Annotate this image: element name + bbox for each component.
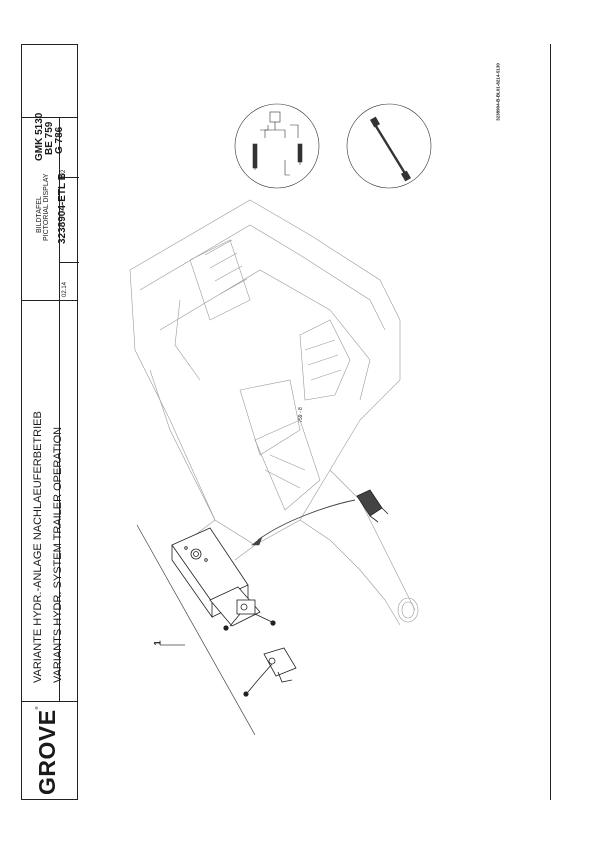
title-block: GROVE® VARIANTE HYDR.-ANLAGE NACHLAEUFER… [21, 44, 79, 800]
item-leader-line [136, 524, 256, 736]
manual-valve [243, 647, 297, 697]
hose-detail [346, 103, 432, 189]
item-callout-1: 1 [152, 640, 163, 646]
detail-arrow [257, 499, 356, 541]
valve-location-marker [356, 489, 389, 523]
crane-carrier-illustration [129, 199, 419, 626]
hydraulic-valve-block [171, 527, 276, 631]
hydraulic-schematic-detail [234, 103, 320, 189]
right-border-rule [550, 44, 551, 800]
